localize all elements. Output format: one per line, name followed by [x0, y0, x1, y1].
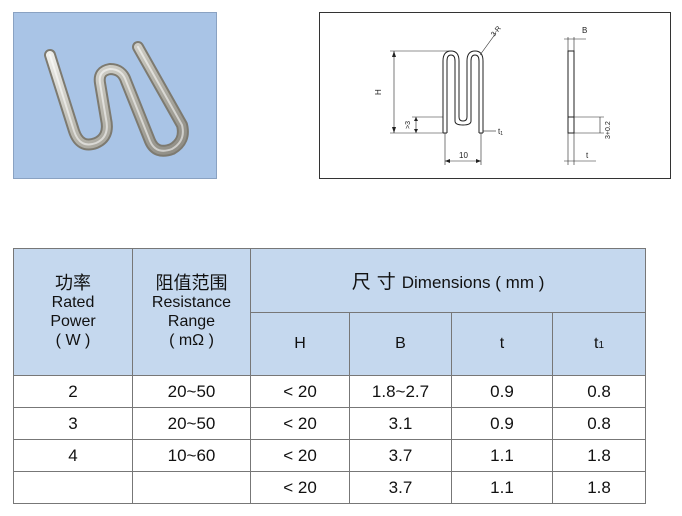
table-row: 4 10~60 < 20 3.7 1.1 1.8: [13, 439, 647, 472]
label-width-10: 10: [459, 151, 468, 160]
table-row: 2 20~50 < 20 1.8~2.7 0.9 0.8: [13, 375, 647, 408]
table-row: < 20 3.7 1.1 1.8: [13, 471, 647, 504]
label-h: H: [374, 89, 383, 95]
header-rated-power: 功率 Rated Power ( W ): [13, 248, 133, 376]
label-t1: t1: [498, 127, 503, 137]
label-3-plus: 3+0.2: [605, 121, 612, 139]
label-radius: 3-R: [490, 25, 503, 38]
shunt-resistor-image: [44, 41, 189, 157]
subheader-t1: t1: [551, 312, 647, 376]
subheader-b: B: [349, 312, 452, 376]
spec-table: 功率 Rated Power ( W ) 阻值范围 Resistance Ran…: [13, 248, 647, 504]
label-t: t: [586, 151, 589, 160]
label-b: B: [582, 26, 587, 35]
dimension-drawing: H >3 3-R t1 10 B 3+0.2 t: [319, 12, 671, 179]
subheader-h: H: [250, 312, 350, 376]
header-resistance-range: 阻值范围 Resistance Range ( mΩ ): [132, 248, 251, 376]
subheader-t: t: [451, 312, 553, 376]
table-row: 3 20~50 < 20 3.1 0.9 0.8: [13, 407, 647, 440]
product-photo: [13, 12, 217, 179]
label-gt3: >3: [405, 121, 412, 129]
